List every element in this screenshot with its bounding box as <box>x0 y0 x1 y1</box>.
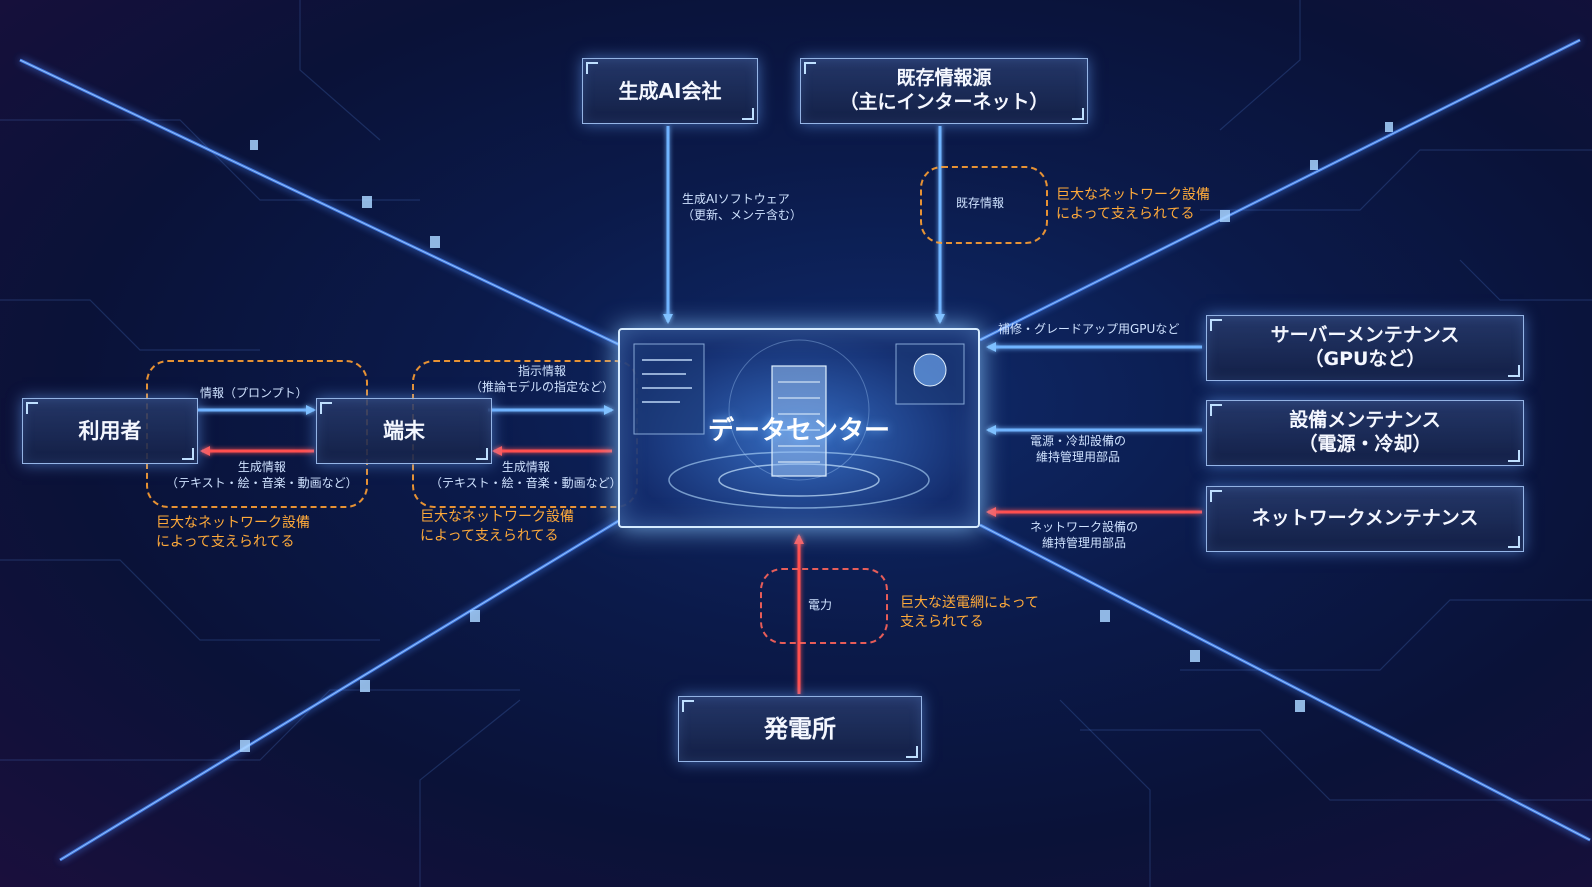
genai-company-node[interactable]: 生成AI会社 <box>582 58 758 124</box>
existing-info-label: 既存情報 <box>956 196 1005 210</box>
power-plant-node[interactable]: 発電所 <box>678 696 922 762</box>
user-label: 利用者 <box>78 418 142 443</box>
terminal-label: 端末 <box>383 418 425 443</box>
terminal-node[interactable]: 端末 <box>316 398 492 464</box>
network-maintenance-node[interactable]: ネットワークメンテナンス <box>1206 486 1524 552</box>
power-plant-label: 発電所 <box>764 715 836 743</box>
network-note-top: 巨大なネットワーク設備 によって支えられてる <box>1056 187 1210 222</box>
grid-note: 巨大な送電網によって 支えられてる <box>900 595 1039 630</box>
existing-source-node[interactable]: 既存情報源 （主にインターネット） <box>800 58 1088 124</box>
network-note-left: 巨大なネットワーク設備 によって支えられてる <box>156 515 310 550</box>
power-group <box>760 568 888 644</box>
server-maintenance-sublabel: （GPUなど） <box>1304 348 1426 370</box>
network-note-middle: 巨大なネットワーク設備 によって支えられてる <box>420 509 574 544</box>
instruction-label: 指示情報 （推論モデルの指定など） <box>470 364 615 394</box>
facility-maintenance-label: 設備メンテナンス <box>1289 409 1441 432</box>
existing-source-label: 既存情報源 <box>896 67 992 90</box>
facility-maintenance-node[interactable]: 設備メンテナンス （電源・冷却） <box>1206 400 1524 466</box>
facility-maintenance-sublabel: （電源・冷却） <box>1298 433 1432 455</box>
existing-info-group <box>920 166 1048 244</box>
gpu-parts-label: 補修・グレードアップ用GPUなど <box>998 322 1180 336</box>
datacenter-label: データセンター <box>707 416 890 446</box>
datacenter-node[interactable]: データセンター <box>618 328 980 528</box>
server-maintenance-label: サーバーメンテナンス <box>1270 324 1460 347</box>
user-node[interactable]: 利用者 <box>22 398 198 464</box>
genai-company-label: 生成AI会社 <box>618 78 722 103</box>
cooling-parts-label: 電源・冷却設備の 維持管理用部品 <box>1030 434 1127 464</box>
network-parts-label: ネットワーク設備の 維持管理用部品 <box>1030 520 1139 550</box>
server-tower-icon <box>633 339 965 509</box>
generated-info-left-label: 生成情報 （テキスト・絵・音楽・動画など） <box>166 460 358 490</box>
electricity-label: 電力 <box>808 598 833 612</box>
software-label: 生成AIソフトウェア （更新、メンテ含む） <box>682 192 803 222</box>
generated-info-right-label: 生成情報 （テキスト・絵・音楽・動画など） <box>430 460 622 490</box>
prompt-label: 情報（プロンプト） <box>200 386 308 400</box>
network-maintenance-label: ネットワークメンテナンス <box>1251 507 1479 530</box>
server-maintenance-node[interactable]: サーバーメンテナンス （GPUなど） <box>1206 315 1524 381</box>
existing-source-sublabel: （主にインターネット） <box>839 91 1049 113</box>
